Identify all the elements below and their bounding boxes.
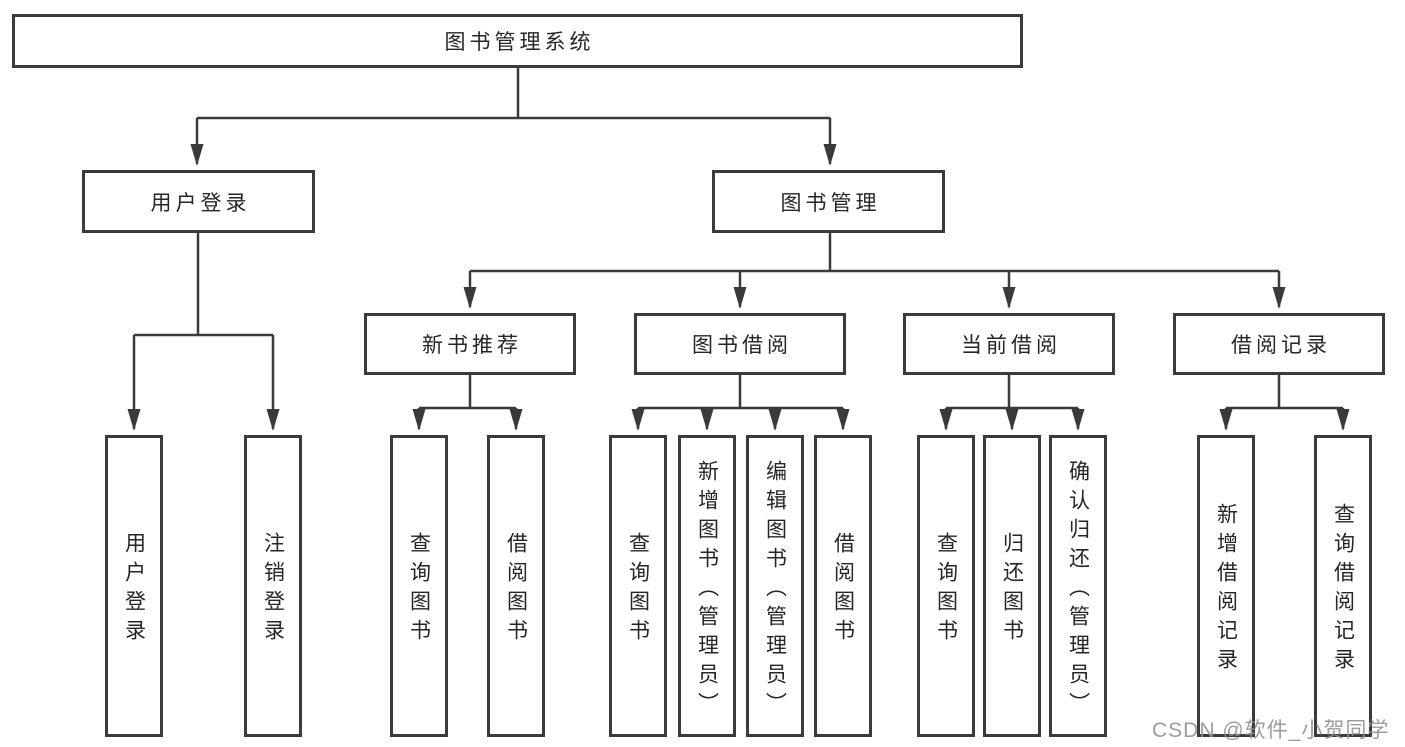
leaf-label: 用户登录 [122,532,146,648]
node-new-book-recommend: 新书推荐 [364,313,576,375]
leaf-label: 查询图书 [407,532,431,648]
node-book-management: 图书管理 [712,170,945,233]
leaf-borrow-query-books: 查询图书 [609,435,667,737]
leaf-label: 编辑图书（管理员） [763,459,787,721]
leaf-records-query-record: 查询借阅记录 [1314,435,1372,737]
leaf-label: 查询图书 [934,532,958,648]
leaf-user-login: 用户登录 [105,435,163,737]
node-system-root: 图书管理系统 [12,14,1023,68]
leaf-label: 新增借阅记录 [1214,503,1238,677]
leaf-records-add-record: 新增借阅记录 [1197,435,1255,737]
node-borrow-records: 借阅记录 [1173,313,1385,375]
leaf-current-return-books: 归还图书 [983,435,1041,737]
node-book-borrow: 图书借阅 [634,313,846,375]
leaf-label: 确认归还（管理员） [1066,459,1090,721]
leaf-label: 注销登录 [261,532,285,648]
node-current-borrow: 当前借阅 [903,313,1115,375]
leaf-borrow-add-books-admin: 新增图书（管理员） [678,435,736,737]
leaf-label: 新增图书（管理员） [695,459,719,721]
leaf-borrow-borrow-books: 借阅图书 [814,435,872,737]
leaf-label: 借阅图书 [504,532,528,648]
leaf-label: 借阅图书 [831,532,855,648]
leaf-label: 查询图书 [626,532,650,648]
node-user-login: 用户登录 [82,170,315,233]
leaf-current-confirm-return-admin: 确认归还（管理员） [1049,435,1107,737]
leaf-newbook-query-books: 查询图书 [390,435,448,737]
leaf-label: 归还图书 [1000,532,1024,648]
csdn-watermark: CSDN @软件_小贺同学 [1152,719,1390,742]
leaf-label: 查询借阅记录 [1331,503,1355,677]
leaf-newbook-borrow-books: 借阅图书 [487,435,545,737]
leaf-borrow-edit-books-admin: 编辑图书（管理员） [746,435,804,737]
leaf-logout: 注销登录 [244,435,302,737]
leaf-current-query-books: 查询图书 [917,435,975,737]
